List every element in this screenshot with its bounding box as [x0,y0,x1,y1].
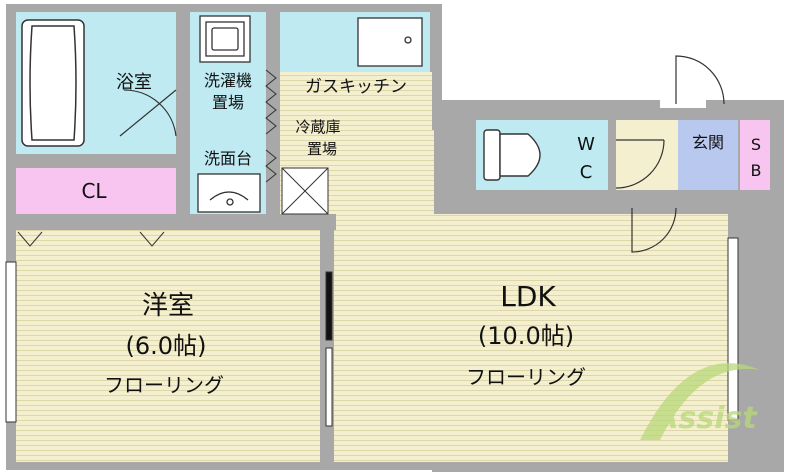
ldk-size: (10.0帖) [478,322,574,350]
washbasin-icon [197,173,261,213]
wc-label-2: C [580,162,593,183]
folding-door-icon [17,69,277,247]
hall [608,120,678,190]
entrance-label: 玄関 [692,133,724,152]
bath-label: 浴室 [116,72,152,93]
shoebox-label-2: B [751,161,762,180]
ldk-upper [330,130,434,214]
fridge-space-icon [281,167,329,215]
closet-label: CL [81,179,107,203]
wc-label-1: W [577,134,595,155]
assist-logo: Assist [640,363,760,440]
western-room [16,230,320,462]
washbasin-label: 洗面台 [204,149,252,168]
ldk-name: LDK [500,280,556,313]
entrance-room [678,120,738,190]
bathtub-icon [21,19,85,147]
door-arcs [615,55,725,253]
ldk-floor: フローリング [466,365,586,389]
sink-icon [357,17,423,67]
fridge-label-2: 置場 [307,140,337,158]
washer-icon [199,15,251,63]
kitchen-label: ガスキッチン [305,77,407,97]
shoebox [740,120,770,190]
fridge-label-1: 冷蔵庫 [295,118,340,136]
washer-label-1: 洗濯機 [204,71,252,90]
toilet-icon [483,129,541,181]
shoebox-label-1: S [751,135,761,154]
western-room-floor: フローリング [104,373,224,397]
western-room-size: (6.0帖) [126,332,207,360]
western-room-name: 洋室 [142,291,194,321]
closet-room [16,168,176,214]
windows [5,237,739,427]
assist-logo-text: Assist [653,401,758,436]
washer-label-2: 置場 [212,93,244,112]
bath-door-icon [119,89,177,137]
